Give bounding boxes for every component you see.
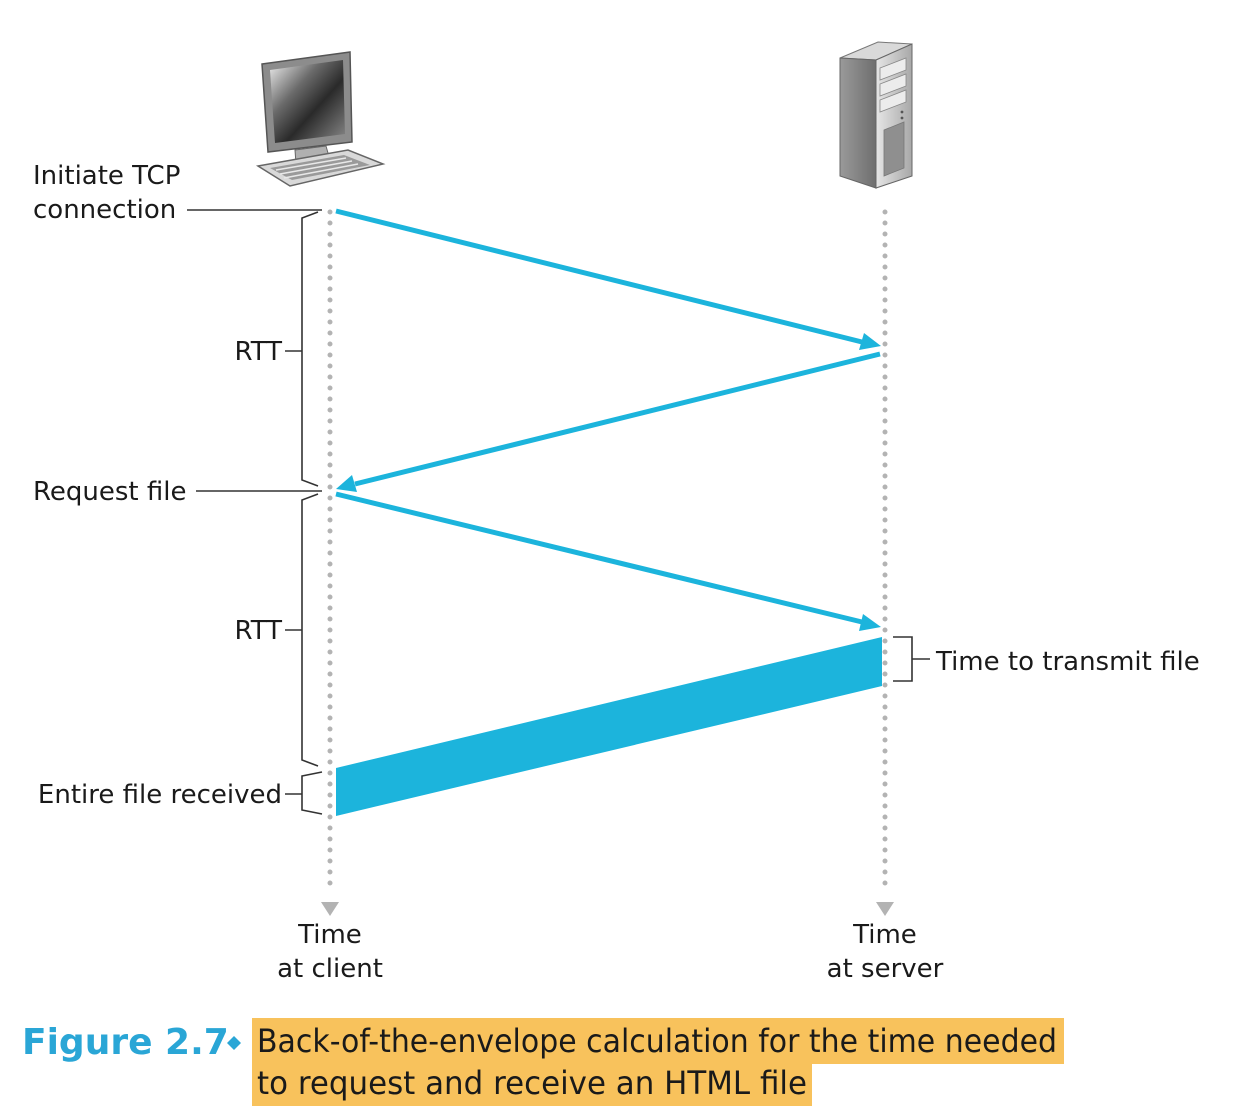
syn-message-arrow: [335, 208, 863, 345]
caption-highlight-line2: [252, 1062, 812, 1106]
desktop-computer-icon: [255, 51, 386, 187]
initiate-label-line2: connection: [33, 195, 176, 225]
server-axis-label-line2: at server: [827, 954, 944, 984]
synack-message-arrow: [354, 351, 881, 487]
client-axis-label-line1: Time: [297, 920, 362, 950]
initiate-label-line1: Initiate TCP: [33, 161, 180, 191]
syn-arrowhead: [859, 333, 881, 350]
rtt-second-brace: [301, 493, 319, 767]
transmit-time-label: Time to transmit file: [935, 647, 1200, 677]
server-axis-label-line1: Time: [852, 920, 917, 950]
request-message-arrow: [335, 491, 863, 625]
figure-number: Figure 2.7: [22, 1022, 229, 1063]
diamond-separator-icon: [227, 1036, 241, 1050]
server-timeline-arrowhead: [876, 902, 894, 916]
caption-highlight-line1: [252, 1018, 1064, 1064]
request-file-label: Request file: [33, 477, 186, 507]
caption-line1: Back-of-the-envelope calculation for the…: [257, 1022, 1057, 1060]
entire-file-label: Entire file received: [38, 780, 282, 810]
entire-file-brace: [301, 771, 323, 815]
client-axis-label-line2: at client: [277, 954, 383, 984]
tower-server-icon: [839, 41, 913, 189]
synack-arrowhead: [336, 475, 357, 492]
client-timeline-arrowhead: [321, 902, 339, 916]
transmit-time-brace: [893, 636, 913, 682]
rtt-first-label: RTT: [235, 337, 283, 367]
rtt-second-label: RTT: [235, 616, 283, 646]
request-arrowhead: [859, 614, 881, 631]
caption-line2: to request and receive an HTML file: [257, 1064, 807, 1102]
file-transfer-band: [336, 637, 882, 816]
rtt-first-brace: [301, 211, 319, 487]
